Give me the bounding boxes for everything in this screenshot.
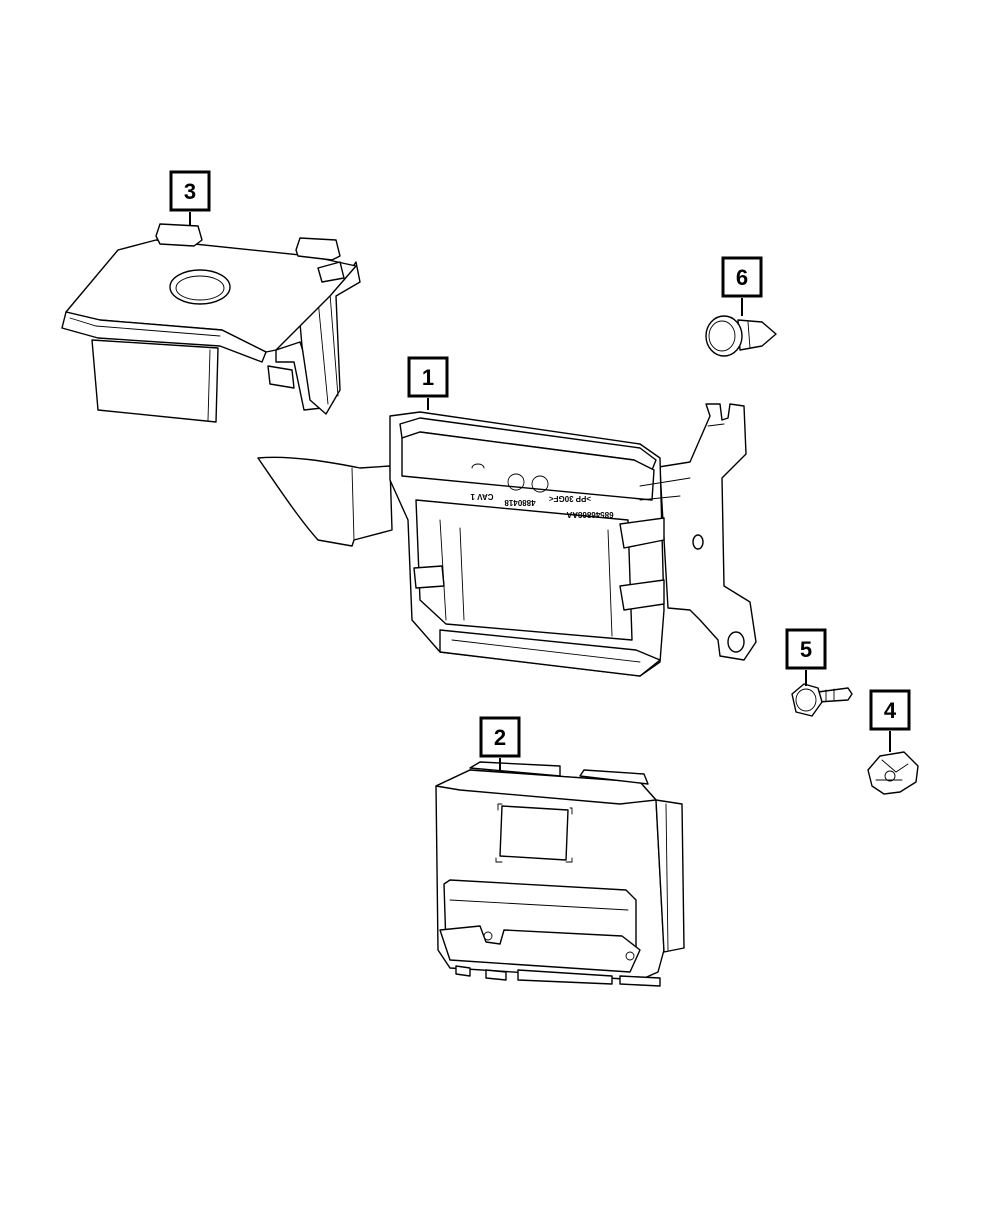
callout-label-6: 6	[736, 265, 748, 290]
part-bracket: 68546868AA >PP 30GF< 4880418 CAV 1	[257, 403, 757, 677]
part-module	[435, 761, 685, 987]
callout-box-5	[785, 628, 827, 670]
part-push-pin	[705, 315, 777, 357]
part-u-nut	[867, 751, 919, 795]
callout-box-1	[407, 356, 449, 398]
callout-3: 3	[169, 170, 211, 226]
callout-box-3	[169, 170, 211, 212]
bracket-material-mark: >PP 30GF<	[549, 494, 591, 503]
callout-label-2: 2	[494, 725, 506, 750]
callout-label-1: 1	[422, 365, 434, 390]
callout-label-3: 3	[184, 179, 196, 204]
bracket-cavity-mark: CAV 1	[470, 492, 494, 501]
bracket-code-mark: 4880418	[504, 498, 536, 507]
callout-6: 6	[721, 256, 763, 316]
callout-label-4: 4	[884, 698, 897, 723]
callout-box-4	[869, 689, 911, 731]
part-cover	[61, 223, 361, 423]
callout-4: 4	[869, 689, 911, 752]
callout-label-5: 5	[800, 637, 812, 662]
part-bolt	[791, 683, 853, 717]
bracket-part-number: 68546868AA	[566, 510, 613, 519]
callout-1: 1	[407, 356, 449, 410]
callout-2: 2	[479, 716, 521, 770]
callout-box-2	[479, 716, 521, 758]
callout-box-6	[721, 256, 763, 298]
callout-5: 5	[785, 628, 827, 686]
